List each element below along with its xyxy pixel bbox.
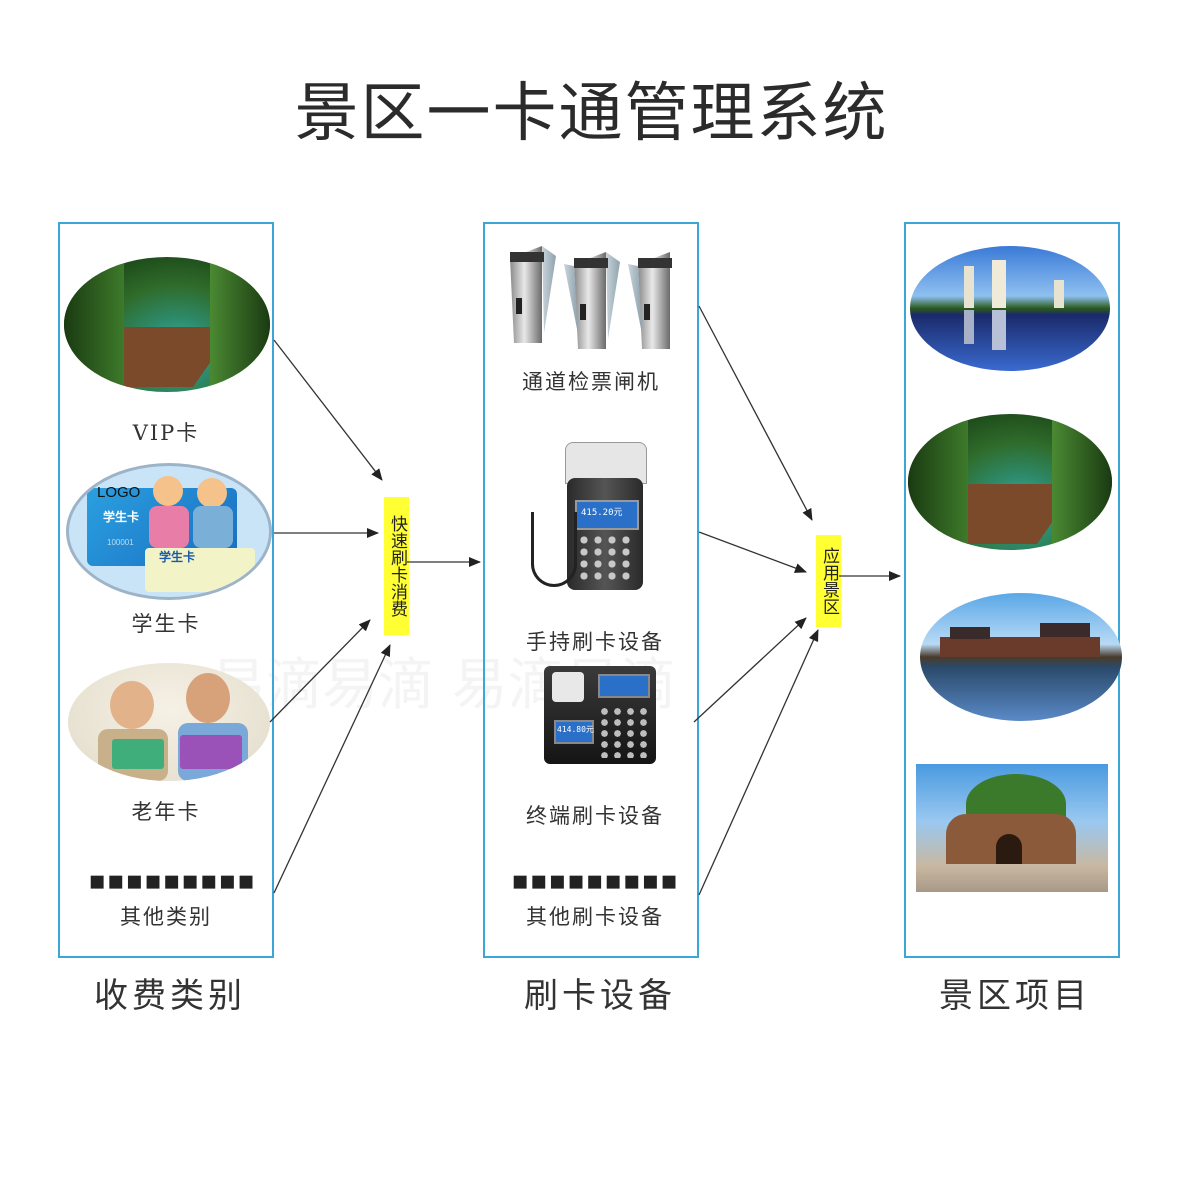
- scenic-project-title: 景区项目: [939, 976, 1091, 1016]
- arrow-senior: [269, 619, 371, 723]
- gate-machines-image: [510, 246, 672, 349]
- arrow-handheld: [698, 531, 807, 573]
- student-card-label: 学生卡: [131, 612, 201, 636]
- gate-machine-label: 通道检票闸机: [522, 370, 660, 394]
- arrow-other-device: [698, 629, 819, 896]
- terminal-screen-text: 414.80元: [557, 725, 594, 734]
- vip-card-image: [64, 257, 270, 392]
- arrow-terminal: [693, 617, 807, 723]
- arrow-vip: [273, 339, 383, 481]
- theme-park-image: [916, 764, 1108, 892]
- card-text: 学生卡: [103, 510, 140, 524]
- palace-lake-image: [920, 593, 1122, 721]
- card-device-panel: [483, 222, 699, 958]
- student-card-image: LOGO 学生卡 100001 学生卡: [66, 463, 272, 600]
- senior-card-label: 老年卡: [131, 800, 201, 824]
- handheld-screen-text: 415.20元: [581, 508, 623, 518]
- terminal-device-label: 终端刷卡设备: [526, 804, 664, 828]
- terminal-device-image: 414.80元: [544, 666, 656, 764]
- arrow-other: [273, 644, 391, 894]
- fee-category-panel: [58, 222, 274, 958]
- apply-scenic-box: 应用景区: [816, 535, 841, 627]
- handheld-device-image: 415.20元: [525, 442, 647, 592]
- senior-card-image: [68, 663, 270, 781]
- fee-category-title: 收费类别: [94, 976, 246, 1016]
- other-category-label: 其他类别: [120, 905, 212, 929]
- arrow-gate: [698, 305, 813, 521]
- card-device-title: 刷卡设备: [524, 976, 676, 1016]
- card-logo: LOGO: [97, 484, 141, 501]
- other-device-label: 其他刷卡设备: [526, 905, 664, 929]
- card-number: 100001: [107, 538, 134, 547]
- vip-card-label: VIP卡: [132, 421, 200, 445]
- pagoda-lake-image: [910, 246, 1110, 371]
- scenic-project-panel: [904, 222, 1120, 958]
- page-title: 景区一卡通管理系统: [294, 77, 889, 151]
- canyon-image: [908, 414, 1112, 550]
- quick-swipe-box: 快速刷卡消费: [384, 497, 409, 635]
- handheld-device-label: 手持刷卡设备: [526, 630, 664, 654]
- card-text-2: 学生卡: [159, 550, 196, 564]
